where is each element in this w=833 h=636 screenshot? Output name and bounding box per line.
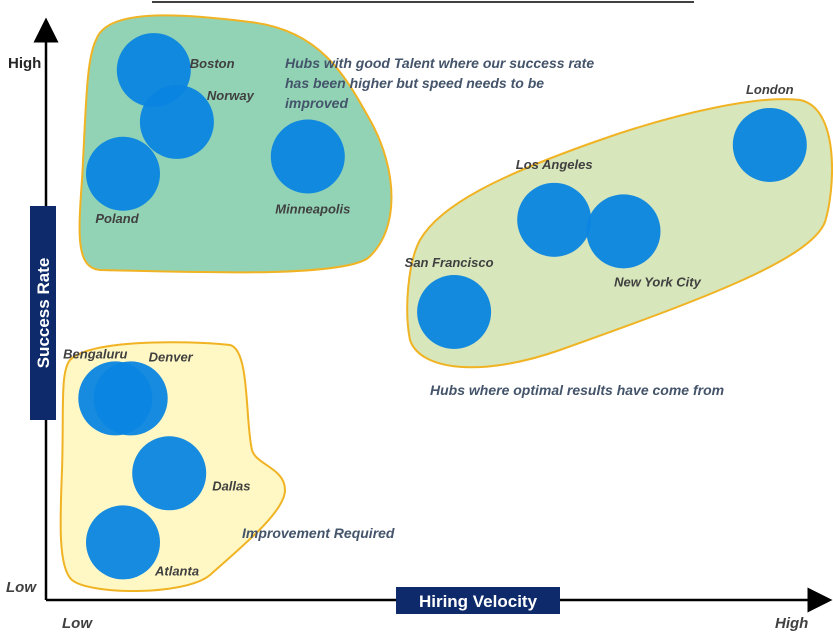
bubble-layer [78,33,807,580]
annotation-good-talent-line-1: Hubs with good Talent where our success … [285,55,594,71]
bubble-atlanta [86,505,160,580]
annotation-good-talent-line-2: has been higher but speed needs to be [285,75,544,91]
x-axis-title: Hiring Velocity [419,592,538,611]
annotation-good-talent: Hubs with good Talent where our success … [285,55,598,111]
annotation-optimal-results-line-1: Hubs where optimal results have come fro… [430,382,724,398]
label-san-francisco: San Francisco [405,255,494,270]
annotation-good-talent-line-3: improved [285,95,348,111]
annotation-optimal-results: Hubs where optimal results have come fro… [430,382,724,398]
bubble-norway [139,84,214,159]
bubble-dallas [132,436,207,511]
label-norway: Norway [207,88,255,103]
bubble-new-york-city [586,194,661,269]
label-denver: Denver [149,349,194,364]
bubble-minneapolis [270,119,345,194]
label-new-york-city: New York City [614,274,701,289]
annotation-improvement-required-line-1: Improvement Required [242,525,395,541]
annotation-improvement-required: Improvement Required [242,525,395,541]
y-axis-title-box [30,206,56,420]
x-axis-low-label: Low [62,615,93,632]
label-dallas: Dallas [212,478,250,493]
label-bengaluru: Bengaluru [63,346,127,361]
label-poland: Poland [95,211,139,226]
bubble-poland [86,136,160,211]
bubble-denver [93,361,168,436]
y-axis-title: Success Rate [34,258,53,369]
label-london: London [746,82,794,97]
bubble-san-francisco [417,275,492,349]
x-axis-high-label: High [775,615,808,632]
label-boston: Boston [190,56,235,71]
y-axis-high-label: High [8,55,41,72]
label-atlanta: Atlanta [154,563,199,578]
x-axis-title-box [396,587,560,614]
bubble-los-angeles [517,182,592,257]
bubble-london [732,107,807,182]
label-los-angeles: Los Angeles [516,157,593,172]
y-axis-low-label: Low [6,579,37,596]
label-minneapolis: Minneapolis [275,201,350,216]
